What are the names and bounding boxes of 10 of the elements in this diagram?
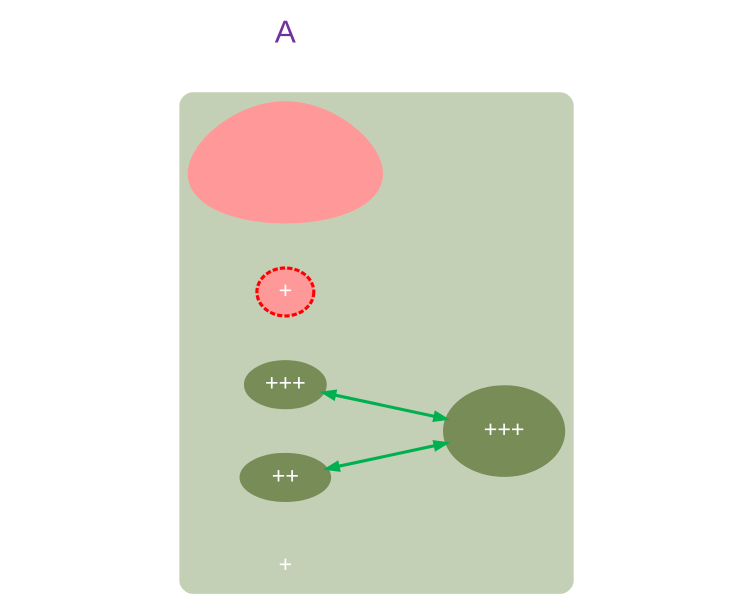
label: A (274, 13, 296, 50)
arrow (322, 440, 450, 472)
node-ellipse: ++ (240, 452, 332, 502)
node-ellipse: +++ (442, 384, 566, 476)
arrow (319, 389, 450, 422)
node-ellipse: + (255, 266, 316, 318)
node-cloud (188, 100, 383, 223)
cluster (179, 92, 574, 594)
node-ellipse: +++ (244, 360, 327, 409)
label: + (278, 550, 292, 576)
